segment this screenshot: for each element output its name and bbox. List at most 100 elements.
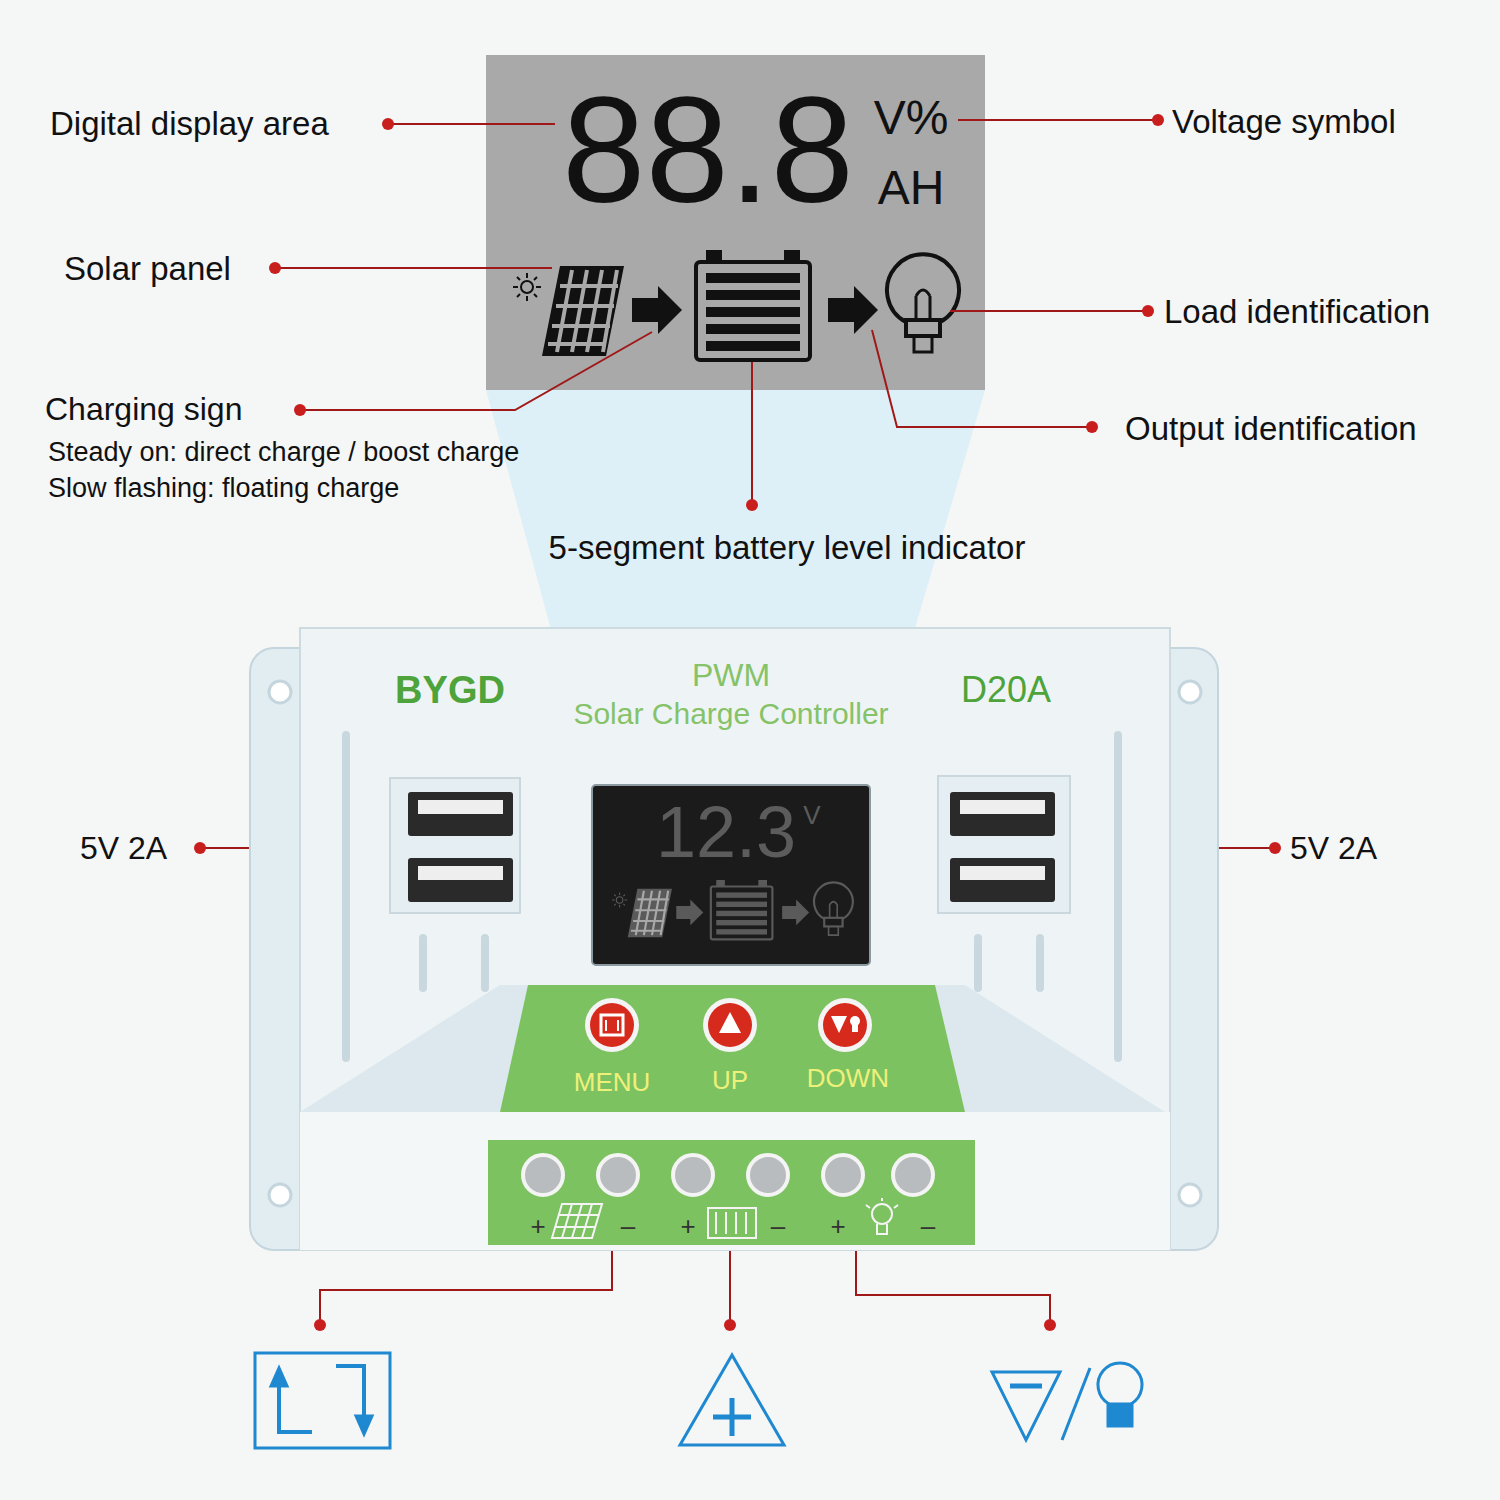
button	[585, 998, 872, 1052]
terminal-icon	[872, 1204, 892, 1224]
mounting-hole	[269, 681, 291, 703]
callout-label: Slow flashing: floating charge	[48, 475, 399, 502]
down-load-icon	[1010, 1384, 1042, 1389]
device-lcd: 12.3 V	[592, 785, 870, 965]
node-text: PWM	[692, 659, 770, 691]
leader-line	[751, 362, 753, 505]
node-text: V	[803, 802, 820, 828]
callout-label: 5-segment battery level indicator	[549, 531, 1026, 564]
controller-housing: 12.3 V MENUUPDOWN BYGD PWM Solar Charge Contr…	[250, 628, 1218, 1250]
menu-icon	[255, 1353, 390, 1448]
menu-icon	[356, 1416, 372, 1434]
vent-slot	[346, 735, 1118, 1058]
usb-port	[950, 858, 1055, 902]
callout-label: 5V 2A	[1290, 832, 1377, 864]
button	[852, 1025, 858, 1032]
button	[850, 1016, 860, 1026]
node-text: D20A	[961, 672, 1051, 708]
terminal-icon	[866, 1198, 898, 1234]
enlarged-lcd: 88.8 V% AH	[486, 55, 985, 390]
node-text: 88.8	[562, 75, 854, 225]
callout-dot	[1142, 305, 1154, 317]
callout-label: Output identification	[1125, 412, 1417, 445]
callout-dot	[294, 404, 306, 416]
button	[818, 998, 872, 1052]
terminal-screw	[598, 1155, 638, 1195]
terminal-icon	[552, 1198, 898, 1238]
terminal-polarity: –	[621, 1213, 635, 1239]
leader-line	[872, 330, 1092, 427]
vent-slot	[346, 735, 1118, 1058]
callout-dot	[1086, 421, 1098, 433]
callout-dot	[724, 1319, 736, 1331]
button	[823, 1003, 867, 1047]
usb-port	[950, 792, 1055, 836]
usb-port	[390, 778, 520, 913]
node-text: BYGD	[395, 671, 505, 709]
button	[606, 1020, 618, 1031]
usb-port	[960, 800, 1045, 814]
menu-icon	[255, 1353, 390, 1448]
menu-icon	[279, 1366, 364, 1432]
node-text: DOWN	[807, 1065, 889, 1091]
leader-line	[388, 123, 555, 125]
callout-label: Solar panel	[64, 252, 231, 285]
terminal-screw	[823, 1155, 863, 1195]
terminal-polarity: –	[921, 1213, 935, 1239]
node-text: Solar Charge Controller	[573, 699, 888, 729]
up-icon	[680, 1355, 784, 1445]
terminal-polarity: –	[771, 1213, 785, 1239]
callout-dot	[314, 1319, 326, 1331]
lcd-icons	[513, 250, 959, 360]
callout-label: Steady on: direct charge / boost charge	[48, 439, 519, 466]
node-text: 12.3	[656, 796, 796, 868]
callout-dot	[269, 262, 281, 274]
usb-port	[418, 866, 503, 880]
callout-dot	[1152, 114, 1164, 126]
button	[703, 998, 757, 1052]
down-load-icon	[1108, 1404, 1132, 1426]
callout-label: Digital display area	[50, 107, 329, 140]
button	[831, 1016, 847, 1033]
leader-line	[275, 267, 552, 269]
device-lcd-icons	[612, 880, 853, 939]
leader-line	[950, 310, 1148, 312]
terminal-screw	[748, 1155, 788, 1195]
callout-dot	[746, 499, 758, 511]
callout-label: 5V 2A	[80, 832, 167, 864]
button	[708, 1003, 752, 1047]
callout-dot	[1269, 842, 1281, 854]
terminal-icon	[555, 1204, 598, 1238]
button	[585, 998, 639, 1052]
down-load-icon	[992, 1372, 1060, 1440]
lcd-panel	[486, 55, 985, 390]
callout-dot	[194, 114, 1281, 1331]
node-text: V%	[874, 94, 949, 142]
terminal-screw	[893, 1155, 933, 1195]
usb-port	[408, 792, 513, 836]
up-icon	[713, 1398, 751, 1436]
callout-label: Voltage symbol	[1172, 105, 1396, 138]
terminal-polarity: +	[830, 1213, 845, 1239]
device-lcd	[592, 785, 870, 965]
usb-port	[418, 800, 503, 814]
down-load-icon	[1062, 1368, 1090, 1440]
terminal-screw	[523, 1155, 933, 1195]
terminal-screw	[523, 1155, 563, 1195]
terminal-icon	[708, 1208, 756, 1238]
node-text: AH	[878, 164, 945, 212]
leader-line	[300, 332, 652, 410]
callout-dot	[194, 842, 206, 854]
lower-strip	[300, 1112, 1170, 1250]
usb-port	[960, 866, 1045, 880]
leader-line	[200, 120, 1275, 1325]
callout-label: Charging sign	[45, 393, 242, 425]
controller-body	[300, 628, 1170, 1250]
front-bevel	[300, 985, 1165, 1112]
terminal-icon	[716, 1212, 746, 1234]
button-panel: MENUUPDOWN	[500, 985, 965, 1112]
terminal-icon	[552, 1204, 602, 1238]
node-text: MENU	[574, 1069, 651, 1095]
down-load-icon	[1098, 1363, 1142, 1404]
